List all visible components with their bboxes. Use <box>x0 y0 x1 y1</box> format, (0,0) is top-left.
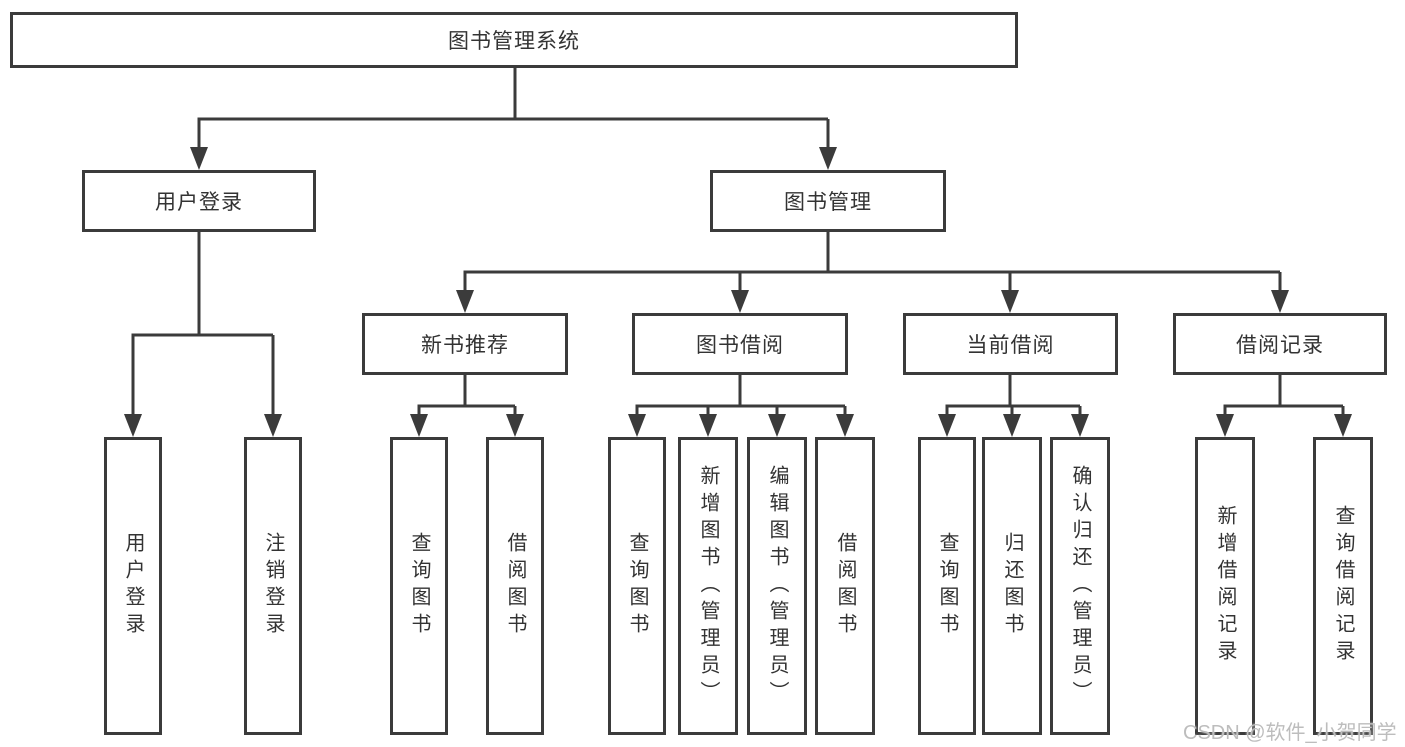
connector-book-management <box>463 232 1282 292</box>
arrow-icon <box>1071 414 1089 437</box>
arrow-icon <box>190 147 208 170</box>
leaf-borrow-books-borrow-label: 借阅图书 <box>834 532 856 640</box>
leaf-add-books-admin: 新增图书（管理员） <box>678 437 738 735</box>
arrow-icon <box>819 147 837 170</box>
leaf-query-books-current-label: 查询图书 <box>936 532 958 640</box>
leaf-add-borrow-record-label: 新增借阅记录 <box>1214 505 1236 667</box>
leaf-user-login: 用户登录 <box>104 437 162 735</box>
leaf-borrow-books-recommend-label: 借阅图书 <box>504 532 526 640</box>
arrowheads <box>124 147 1352 437</box>
arrow-icon <box>506 414 524 437</box>
node-borrow-records-label: 借阅记录 <box>1236 334 1324 357</box>
leaf-edit-books-admin-label: 编辑图书（管理员） <box>766 464 788 708</box>
node-user-login: 用户登录 <box>82 170 316 232</box>
arrow-icon <box>768 414 786 437</box>
leaf-return-books: 归还图书 <box>982 437 1042 735</box>
leaf-confirm-return-admin-label: 确认归还（管理员） <box>1069 464 1091 708</box>
leaf-logout-login: 注销登录 <box>244 437 302 735</box>
leaf-return-books-label: 归还图书 <box>1001 532 1023 640</box>
leaf-add-borrow-record: 新增借阅记录 <box>1195 437 1255 735</box>
arrow-icon <box>264 414 282 437</box>
connector-borrow-records <box>1223 375 1345 416</box>
leaf-query-books-borrow-label: 查询图书 <box>626 532 648 640</box>
arrow-icon <box>699 414 717 437</box>
arrow-icon <box>124 414 142 437</box>
leaf-add-books-admin-label: 新增图书（管理员） <box>697 464 719 708</box>
node-user-login-label: 用户登录 <box>155 191 243 214</box>
connector-root <box>197 68 830 150</box>
node-root: 图书管理系统 <box>10 12 1018 68</box>
csdn-watermark: CSDN @软件_小贺同学 <box>1183 722 1397 744</box>
arrow-icon <box>1271 290 1289 313</box>
leaf-borrow-books-recommend: 借阅图书 <box>486 437 544 735</box>
node-book-borrow: 图书借阅 <box>632 313 848 375</box>
arrow-icon <box>1334 414 1352 437</box>
leaf-borrow-books-borrow: 借阅图书 <box>815 437 875 735</box>
arrow-icon <box>938 414 956 437</box>
connector-book-borrow <box>635 375 847 416</box>
connector-current-borrow <box>945 375 1082 416</box>
leaf-query-borrow-record-label: 查询借阅记录 <box>1332 505 1354 667</box>
connector-user-login <box>131 232 275 416</box>
leaf-query-books-recommend: 查询图书 <box>390 437 448 735</box>
node-book-borrow-label: 图书借阅 <box>696 334 784 357</box>
node-current-borrow-label: 当前借阅 <box>966 334 1055 357</box>
node-root-label: 图书管理系统 <box>448 30 580 53</box>
node-book-management: 图书管理 <box>710 170 946 232</box>
arrow-icon <box>836 414 854 437</box>
arrow-icon <box>731 290 749 313</box>
node-current-borrow: 当前借阅 <box>903 313 1118 375</box>
arrow-icon <box>1216 414 1234 437</box>
arrow-icon <box>410 414 428 437</box>
arrow-icon <box>1003 414 1021 437</box>
leaf-user-login-label: 用户登录 <box>122 532 144 640</box>
leaf-query-books-borrow: 查询图书 <box>608 437 666 735</box>
leaf-query-books-recommend-label: 查询图书 <box>408 532 430 640</box>
connector-new-book-recommend <box>417 375 517 416</box>
arrow-icon <box>456 290 474 313</box>
node-new-book-recommend-label: 新书推荐 <box>421 334 509 357</box>
node-book-management-label: 图书管理 <box>784 191 872 214</box>
arrow-icon <box>1001 290 1019 313</box>
leaf-query-books-current: 查询图书 <box>918 437 976 735</box>
arrow-icon <box>628 414 646 437</box>
node-borrow-records: 借阅记录 <box>1173 313 1387 375</box>
leaf-query-borrow-record: 查询借阅记录 <box>1313 437 1373 735</box>
leaf-edit-books-admin: 编辑图书（管理员） <box>747 437 807 735</box>
leaf-confirm-return-admin: 确认归还（管理员） <box>1050 437 1110 735</box>
leaf-logout-login-label: 注销登录 <box>262 532 284 640</box>
node-new-book-recommend: 新书推荐 <box>362 313 568 375</box>
